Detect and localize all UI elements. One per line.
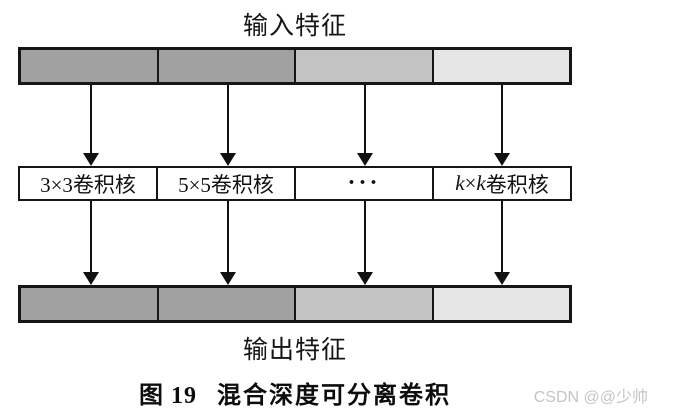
kernel-box-ellipsis: ···	[294, 168, 432, 199]
down-arrow-icon	[494, 201, 510, 285]
output-feature-bar	[18, 285, 572, 323]
down-arrow-icon	[220, 85, 236, 166]
input-segment-3	[294, 50, 432, 82]
kernel-kxk-k2: k	[476, 171, 486, 195]
input-segment-4	[431, 50, 569, 82]
down-arrow-icon	[494, 85, 510, 166]
figure-number: 图 19	[139, 383, 197, 409]
down-arrow-icon	[83, 201, 99, 285]
kernel-kxk-times: ×	[464, 171, 477, 195]
input-segment-1	[21, 50, 157, 82]
kernel-box-3x3: 3×3卷积核	[40, 172, 136, 197]
csdn-watermark: CSDN @@少帅	[533, 389, 648, 406]
kernel-kxk-k1: k	[455, 171, 465, 195]
kernel-row: 3×3卷积核 5×5卷积核 ··· k × k 卷积核	[18, 166, 572, 201]
figure-title: 混合深度可分离卷积	[217, 383, 451, 409]
down-arrow-icon	[357, 201, 373, 285]
kernel-box-kxk: k × k 卷积核	[432, 168, 570, 199]
output-segment-1	[21, 288, 157, 320]
output-segment-3	[294, 288, 432, 320]
output-segment-2	[156, 288, 294, 320]
kernel-box-5x5: 5×5卷积核	[156, 168, 294, 199]
down-arrow-icon	[220, 201, 236, 285]
kernel-kxk-rest: 卷积核	[485, 172, 549, 197]
output-segment-4	[431, 288, 569, 320]
input-feature-label: 输入特征	[242, 13, 347, 40]
output-feature-label: 输出特征	[242, 337, 347, 364]
down-arrow-icon	[83, 85, 99, 166]
down-arrow-icon	[357, 85, 373, 166]
input-segment-2	[156, 50, 294, 82]
input-feature-bar	[18, 47, 572, 85]
figure-caption: 图 19 混合深度可分离卷积	[18, 375, 572, 410]
